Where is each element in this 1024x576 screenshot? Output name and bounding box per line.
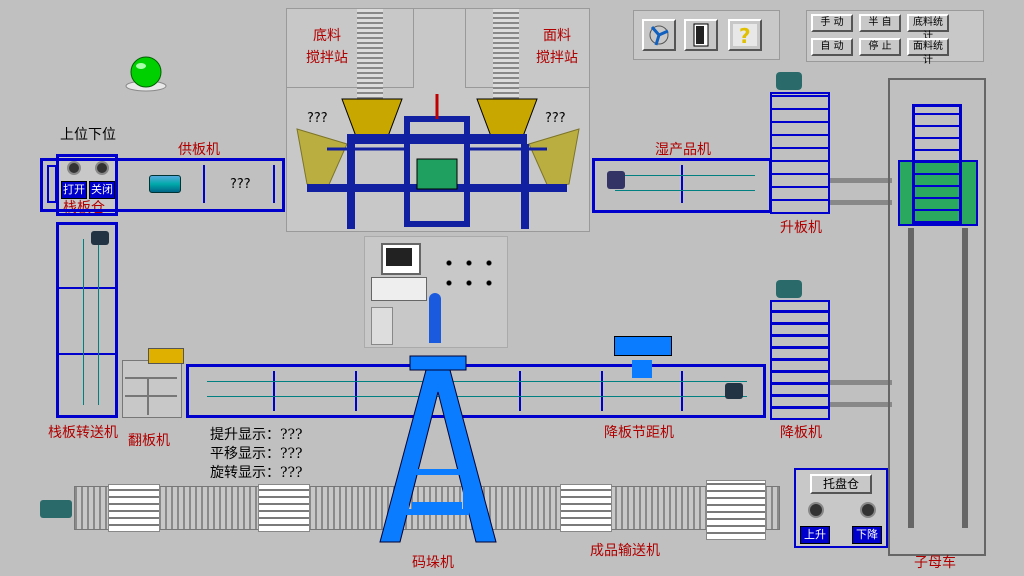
flip-machine [122, 360, 182, 418]
pitch-motor-icon [725, 383, 743, 399]
top-mix-label: 面料 搅拌站 [536, 28, 578, 66]
product-stack-4 [706, 480, 766, 540]
status-light-icon [124, 52, 168, 92]
toolbar-icons: ? [633, 10, 780, 60]
raise-indicator [808, 502, 824, 518]
product-stack-3 [560, 484, 612, 532]
up-indicator [67, 161, 81, 175]
right-silo-ladder [493, 9, 519, 109]
lowerer-motor-icon [776, 280, 802, 298]
up-down-label: 上位下位 [60, 127, 116, 143]
translate-status: 平移显示：??? [210, 446, 303, 462]
top-mix-station [465, 9, 590, 88]
lower-indicator [860, 502, 876, 518]
down-indicator [95, 161, 109, 175]
left-mix-value: ??? [307, 111, 328, 126]
fan-icon[interactable] [642, 19, 676, 51]
pallet-transfer-label: 栈板转送机 [48, 425, 118, 441]
lowerer-label: 降板机 [780, 425, 822, 441]
product-stack-1 [108, 484, 160, 532]
wet-product-conveyor [592, 158, 772, 213]
bottom-mix-station [287, 9, 414, 88]
lower-pitch-label: 降板节距机 [604, 425, 674, 441]
mother-car-frame [888, 78, 986, 556]
rail-top-2 [830, 200, 892, 205]
tray-bin-label: 托盘仓 [810, 474, 872, 494]
bottom-stats-button[interactable]: 底料统计 [907, 14, 949, 42]
top-stats-button[interactable]: 面料统计 [907, 38, 949, 66]
rail-mid-2 [830, 402, 892, 407]
bottom-mix-label: 底料 搅拌站 [306, 28, 348, 66]
exit-door-icon[interactable] [684, 19, 718, 51]
raise-button[interactable]: 上升 [800, 526, 830, 544]
computer-icon [381, 243, 421, 275]
feeder-conveyor [40, 158, 285, 212]
help-question-icon[interactable]: ? [728, 19, 762, 51]
close-button[interactable]: 关闭 [89, 181, 115, 199]
stacker-label: 码垛机 [412, 555, 454, 571]
operator-icon [429, 293, 441, 343]
wet-product-motor-icon [607, 171, 625, 189]
feeder-motor-icon [149, 175, 181, 193]
rail-mid-1 [830, 380, 892, 385]
pitch-gripper [614, 336, 672, 392]
lift-status: 提升显示：??? [210, 427, 303, 443]
manual-button[interactable]: 手 动 [811, 14, 853, 32]
lifter-motor-icon [776, 72, 802, 90]
flip-motor-icon [148, 348, 184, 364]
pallet-transfer-conveyor [56, 222, 118, 418]
product-stack-2 [258, 484, 310, 532]
finished-conveyor-label: 成品输送机 [590, 543, 660, 559]
rail-top-1 [830, 178, 892, 183]
mother-car-label: 子母车 [914, 555, 956, 571]
lifter-label: 升板机 [780, 220, 822, 236]
finished-motor-icon [40, 500, 72, 518]
control-room [364, 236, 508, 348]
tray-bin-panel: 托盘仓 上升 下降 [794, 468, 888, 548]
left-silo-ladder [357, 9, 383, 109]
rotate-status: 旋转显示：??? [210, 465, 303, 481]
stop-button[interactable]: 停 止 [859, 38, 901, 56]
wet-product-label: 湿产品机 [655, 142, 711, 158]
right-mix-value: ??? [545, 111, 566, 126]
lower-button[interactable]: 下降 [852, 526, 882, 544]
lower-pitch-conveyor [186, 364, 766, 418]
lowerer-rack [770, 300, 830, 420]
feeder-value: ??? [230, 177, 251, 192]
pallet-bin-label: 栈板仓 [63, 200, 105, 216]
open-button[interactable]: 打开 [61, 181, 87, 199]
flip-label: 翻板机 [128, 433, 170, 449]
transfer-motor-icon [91, 231, 109, 245]
svg-text:?: ? [739, 24, 751, 48]
semi-auto-button[interactable]: 半 自 [859, 14, 901, 32]
stacker-crane [379, 355, 497, 543]
lifter-rack [770, 92, 830, 214]
block-machine-drawing [296, 94, 580, 229]
pallet-bin-box: 打开 关闭 栈板仓 [56, 154, 118, 216]
auto-button[interactable]: 自 动 [811, 38, 853, 56]
mixer-plant-panel: 底料 搅拌站 面料 搅拌站 ??? ??? [286, 8, 590, 232]
mode-button-panel: 手 动 半 自 底料统计 自 动 停 止 面料统计 [806, 10, 984, 66]
feeder-label: 供板机 [178, 142, 220, 158]
